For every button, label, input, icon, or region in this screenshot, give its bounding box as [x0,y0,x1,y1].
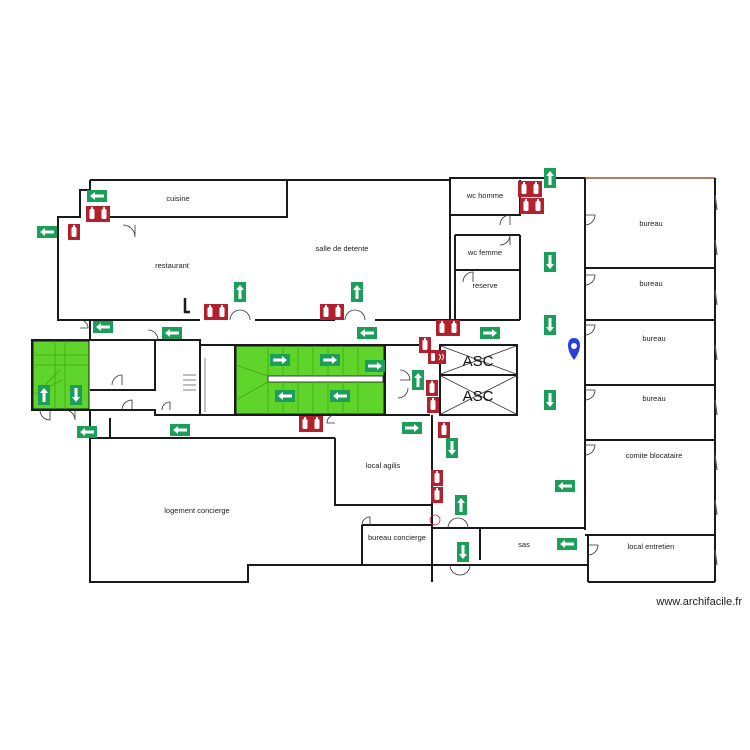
emergency-exit-arrow-icon [275,390,295,402]
fire-extinguisher-icon [427,349,447,365]
doors [39,214,599,576]
emergency-exit-arrow-icon [480,327,500,339]
emergency-exit-arrow-icon [162,327,182,339]
watermark[interactable]: www.archifacile.fr [656,596,742,608]
room-local-agilis: local agilis [366,461,401,470]
fire-extinguisher-icon [299,416,311,432]
fire-extinguisher-icon [431,470,443,486]
fire-extinguisher-icon [427,397,439,413]
emergency-exit-arrow-icon [412,370,424,390]
elevator-label: ASC [463,353,494,370]
emergency-exit-arrow-icon [455,495,467,515]
room-restaurant: restaurant [155,261,190,270]
emergency-exit-arrow-icon [544,390,556,410]
room-bureau: bureau [642,334,665,343]
room-salle-detente: salle de detente [316,244,369,253]
room-bureau: bureau [639,219,662,228]
room-bureau: bureau [642,394,665,403]
fire-extinguisher-icon [68,224,80,240]
emergency-exit-arrow-icon [544,168,556,188]
elevator-1: ASC [440,345,517,375]
emergency-exit-arrow-icon [544,315,556,335]
emergency-exit-arrow-icon [270,354,290,366]
fire-extinguisher-icon [98,206,110,222]
window-marks [714,194,718,566]
emergency-exit-arrow-icon [77,426,97,438]
room-local-entretien: local entretien [628,542,675,551]
walls [31,177,716,583]
emergency-exit-arrow-icon [234,282,246,302]
fire-equipment [68,181,544,503]
fire-extinguisher-icon [518,181,530,197]
room-wc-homme: wc homme [466,191,503,200]
stairs-center [235,345,385,415]
emergency-exit-arrow-icon [87,190,107,202]
emergency-exit-arrow-icon [320,354,340,366]
room-reserve: reserve [472,281,497,290]
emergency-exit-arrow-icon [544,252,556,272]
elevator-2: ASC [440,375,517,415]
room-bureau: bureau [639,279,662,288]
emergency-exit-arrow-icon [457,542,469,562]
fire-extinguisher-icon [320,304,332,320]
fire-extinguisher-icon [436,320,448,336]
room-wc-femme: wc femme [467,248,502,257]
fire-extinguisher-icon [448,320,460,336]
fire-extinguisher-icon [426,380,438,396]
fire-extinguisher-icon [216,304,228,320]
emergency-exit-arrow-icon [170,424,190,436]
emergency-exit-arrow-icon [446,438,458,458]
emergency-exit-arrow-icon [70,385,82,405]
fire-extinguisher-icon [86,206,98,222]
fire-extinguisher-icon [532,198,544,214]
elevator-label: ASC [463,388,494,405]
emergency-exit-arrow-icon [37,226,57,238]
room-logement-concierge: logement concierge [164,506,229,515]
fire-extinguisher-icon [438,422,450,438]
emergency-exit-arrow-icon [351,282,363,302]
room-comite: comite blocataire [626,451,683,460]
emergency-exit-arrow-icon [38,385,50,405]
emergency-exit-arrow-icon [93,321,113,333]
emergency-exit-arrow-icon [357,327,377,339]
room-sas: sas [518,540,530,549]
fire-extinguisher-icon [530,181,542,197]
fire-extinguisher-icon [520,198,532,214]
emergency-exit-arrow-icon [402,422,422,434]
service-stair [183,358,206,412]
emergency-exit-arrow-icon [555,480,575,492]
emergency-exit-arrow-icon [365,360,385,372]
room-bureau-concierge: bureau concierge [368,533,426,542]
room-labels: cuisine restaurant salle de detente wc h… [155,191,682,551]
fire-extinguisher-icon [431,487,443,503]
emergency-exit-arrow-icon [557,538,577,550]
room-cuisine: cuisine [166,194,189,203]
fire-extinguisher-icon [332,304,344,320]
fire-extinguisher-icon [204,304,216,320]
emergency-exit-arrow-icon [330,390,350,402]
location-pin-icon[interactable] [568,338,580,360]
fire-extinguisher-icon [311,416,323,432]
